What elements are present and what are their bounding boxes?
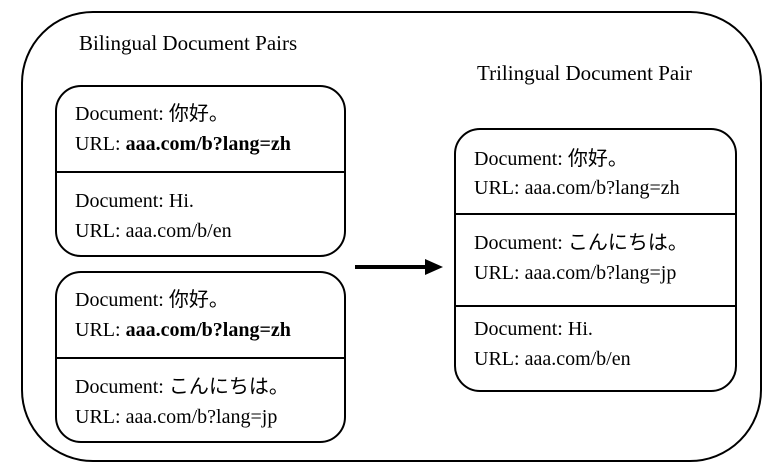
document-text: 你好。	[567, 148, 628, 170]
url-label: URL:	[474, 348, 520, 370]
document-entry-en: Document: Hi. URL: aaa.com/b/en	[57, 171, 344, 255]
url-label: URL:	[474, 262, 520, 284]
url-line: URL: aaa.com/b?lang=jp	[474, 261, 676, 285]
document-text: 你好。	[168, 289, 229, 311]
document-entry-zh: Document: 你好。 URL: aaa.com/b?lang=zh	[57, 87, 344, 173]
document-label: Document:	[474, 148, 563, 170]
document-text: こんにちは。	[567, 232, 688, 254]
document-text: Hi.	[567, 318, 593, 340]
url-value: aaa.com/b?lang=zh	[524, 177, 680, 199]
document-entry-jp: Document: こんにちは。 URL: aaa.com/b?lang=jp	[456, 213, 735, 307]
document-entry-zh: Document: 你好。 URL: aaa.com/b?lang=zh	[456, 130, 735, 215]
document-label: Document:	[75, 289, 164, 311]
url-line: URL: aaa.com/b?lang=zh	[474, 176, 680, 200]
document-line: Document: Hi.	[75, 189, 194, 213]
document-label: Document:	[75, 376, 164, 398]
right-arrow-icon	[355, 259, 443, 275]
url-value: aaa.com/b?lang=zh	[125, 319, 291, 341]
document-line: Document: こんにちは。	[75, 375, 289, 399]
url-line: URL: aaa.com/b?lang=zh	[75, 318, 291, 342]
document-line: Document: 你好。	[474, 147, 628, 171]
url-value: aaa.com/b/en	[125, 220, 232, 242]
url-line: URL: aaa.com/b/en	[75, 219, 232, 243]
document-line: Document: こんにちは。	[474, 231, 688, 255]
document-text: Hi.	[168, 190, 194, 212]
bilingual-pair-card-1: Document: 你好。 URL: aaa.com/b?lang=zh Doc…	[55, 85, 346, 257]
document-label: Document:	[75, 103, 164, 125]
url-value: aaa.com/b?lang=zh	[125, 133, 291, 155]
url-value: aaa.com/b?lang=jp	[125, 406, 278, 428]
document-text: こんにちは。	[168, 376, 289, 398]
document-text: 你好。	[168, 103, 229, 125]
document-label: Document:	[75, 190, 164, 212]
url-label: URL:	[75, 133, 121, 155]
url-line: URL: aaa.com/b/en	[474, 347, 631, 371]
url-label: URL:	[75, 220, 121, 242]
url-value: aaa.com/b/en	[524, 348, 631, 370]
document-line: Document: 你好。	[75, 288, 229, 312]
bilingual-pairs-title: Bilingual Document Pairs	[79, 31, 298, 55]
document-label: Document:	[474, 232, 563, 254]
document-entry-zh: Document: 你好。 URL: aaa.com/b?lang=zh	[57, 273, 344, 359]
document-entry-en: Document: Hi. URL: aaa.com/b/en	[456, 305, 735, 390]
document-line: Document: Hi.	[474, 317, 593, 341]
url-label: URL:	[75, 406, 121, 428]
url-label: URL:	[75, 319, 121, 341]
trilingual-pair-card: Document: 你好。 URL: aaa.com/b?lang=zh Doc…	[454, 128, 737, 392]
trilingual-pair-title: Trilingual Document Pair	[477, 61, 693, 85]
url-line: URL: aaa.com/b?lang=zh	[75, 132, 291, 156]
bilingual-pair-card-2: Document: 你好。 URL: aaa.com/b?lang=zh Doc…	[55, 271, 346, 443]
document-entry-jp: Document: こんにちは。 URL: aaa.com/b?lang=jp	[57, 357, 344, 441]
document-label: Document:	[474, 318, 563, 340]
url-value: aaa.com/b?lang=jp	[524, 262, 677, 284]
url-line: URL: aaa.com/b?lang=jp	[75, 405, 277, 429]
diagram-frame	[21, 11, 762, 462]
document-line: Document: 你好。	[75, 102, 229, 126]
url-label: URL:	[474, 177, 520, 199]
